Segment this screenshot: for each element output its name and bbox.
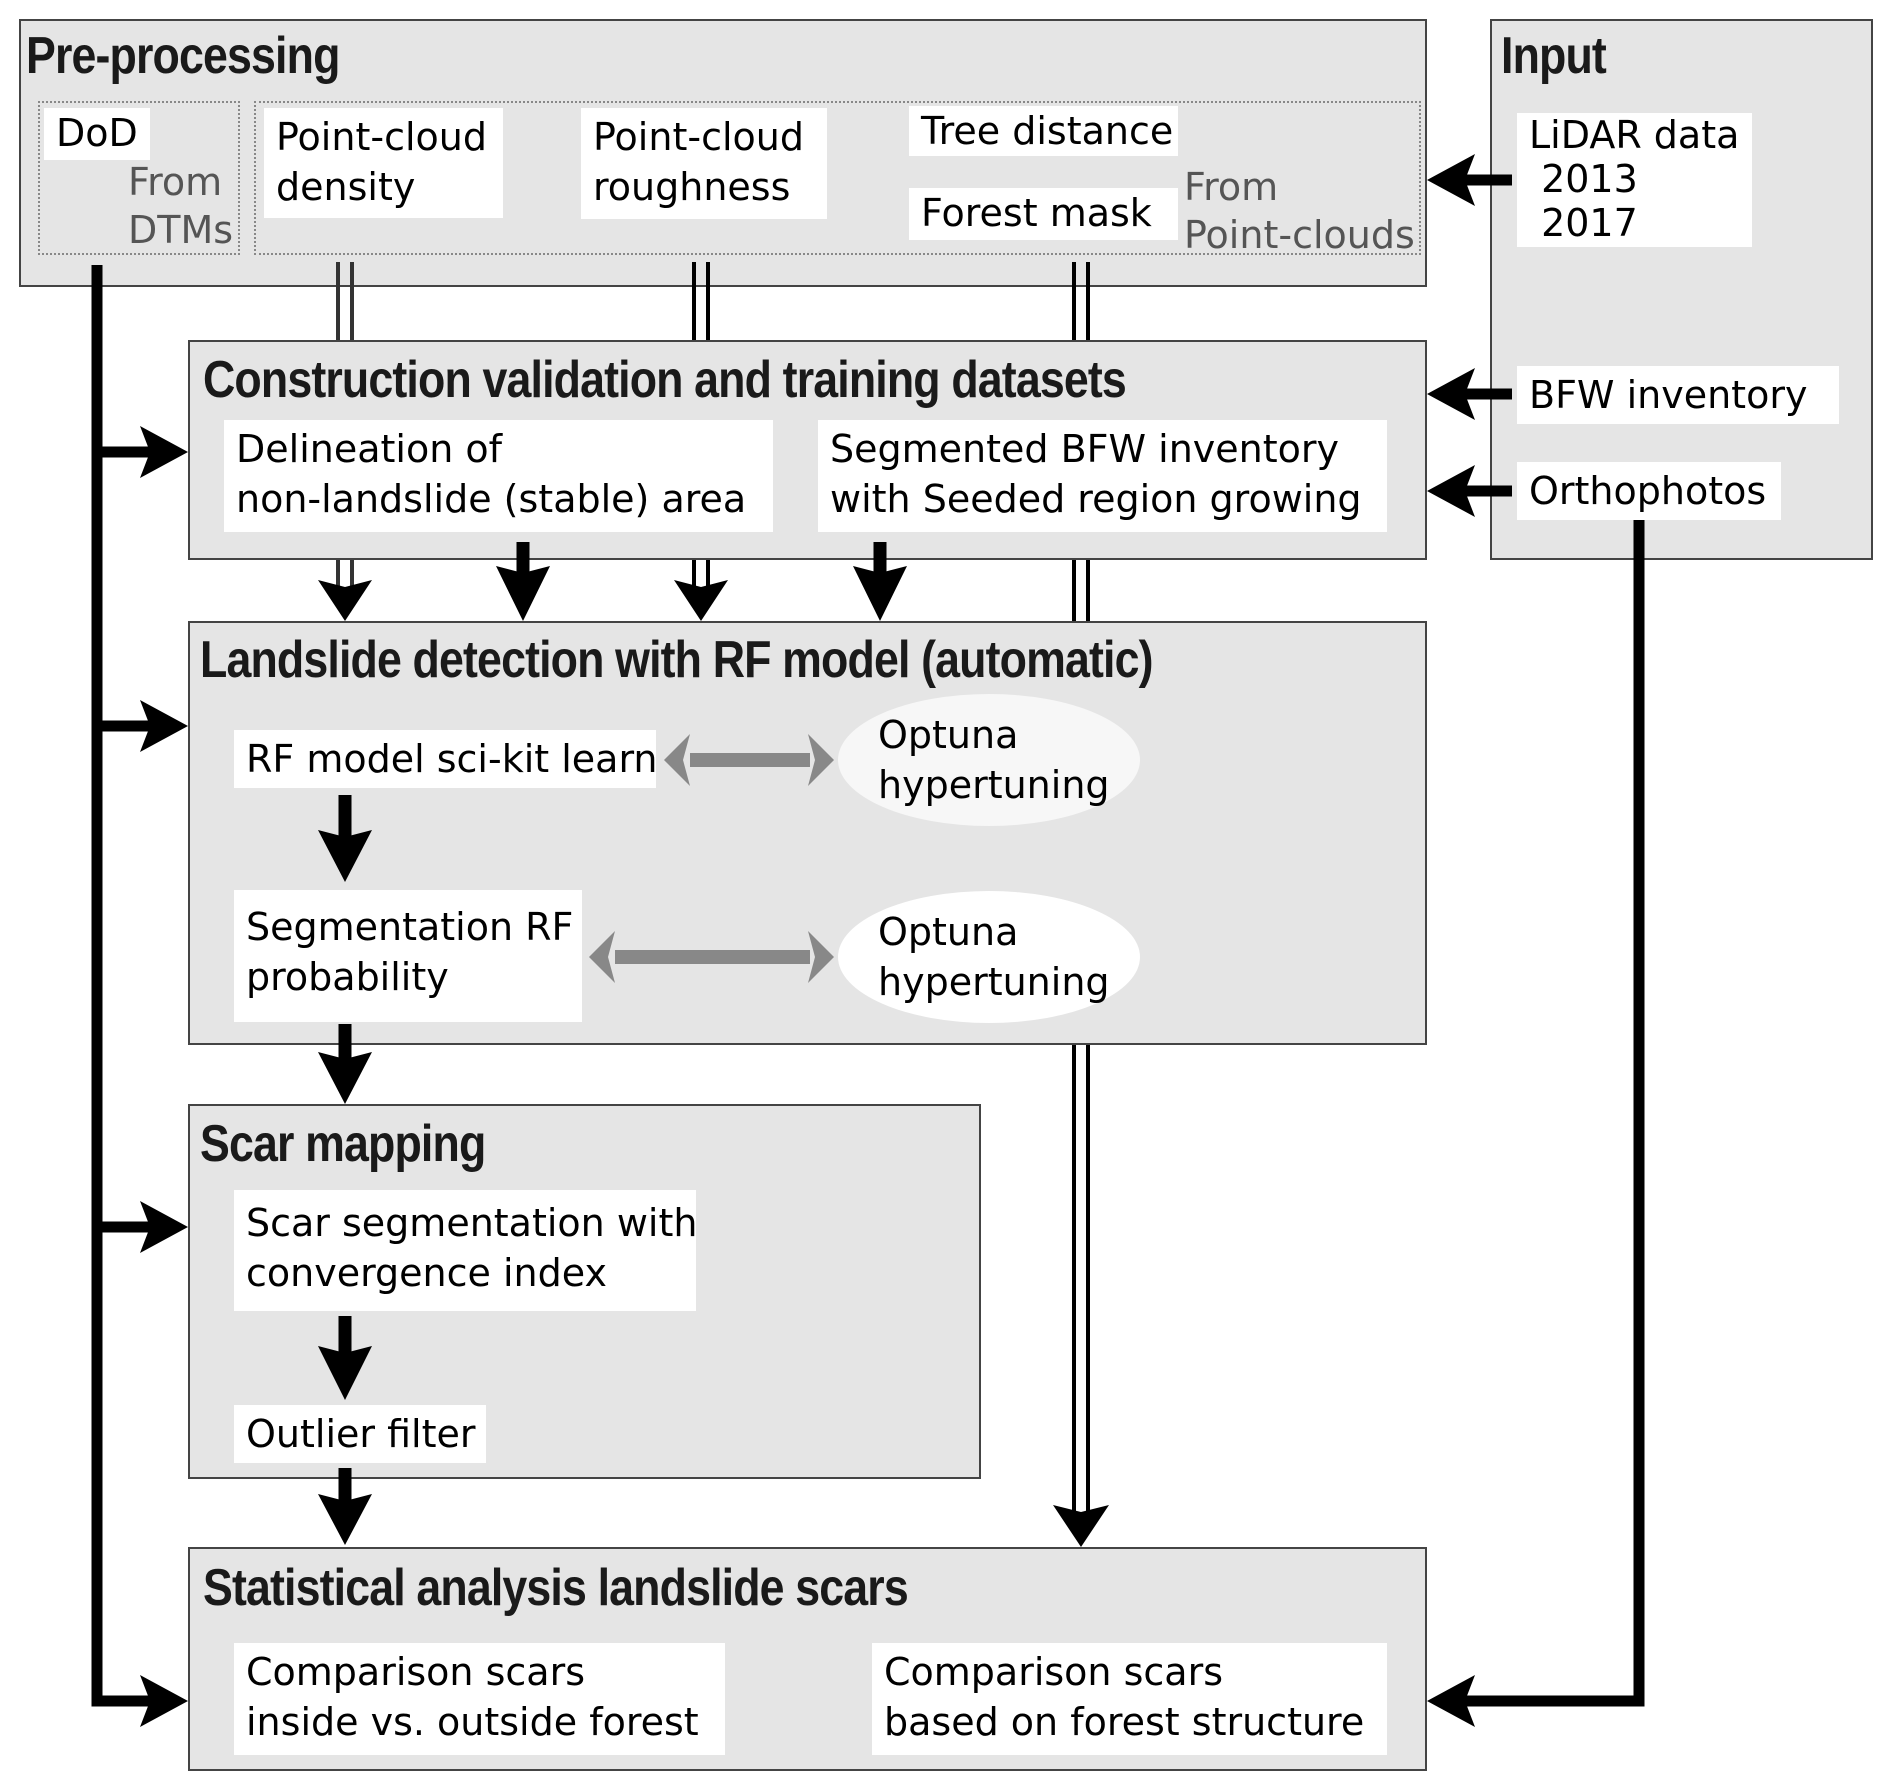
statistics-title: Statistical analysis landslide scars [203, 1559, 909, 1617]
construction-title: Construction validation and training dat… [203, 351, 1127, 409]
pointcloud-source-note: From Point-clouds [1184, 165, 1415, 257]
dod-to-detection-arrow [97, 700, 188, 752]
dod-label: DoD [44, 108, 150, 160]
scar-seg-to-outlier-arrow [318, 1316, 372, 1400]
segmentation-tuning-double-arrow [589, 931, 834, 983]
dod-trunk-line [91, 265, 150, 1707]
rf-tuning-double-arrow [664, 734, 834, 786]
roughness-double-connector [674, 262, 728, 621]
scar-mapping-title: Scar mapping [200, 1115, 486, 1173]
lidar-data-label: LiDAR data 2013 2017 [1517, 113, 1752, 247]
segmented-bfw-label: Segmented BFW inventory with Seeded regi… [818, 420, 1387, 532]
segmented-to-detection-arrow [853, 542, 907, 621]
forest-double-connector [1053, 262, 1109, 1547]
outlier-filter-label: Outlier filter [234, 1405, 486, 1463]
outlier-to-statistics-arrow [318, 1468, 372, 1545]
comparison-forest-structure-label: Comparison scars based on forest structu… [872, 1643, 1387, 1755]
preprocessing-title: Pre-processing [26, 27, 340, 85]
dod-to-scar-arrow [97, 1201, 188, 1253]
tree-distance-label: Tree distance [909, 106, 1178, 156]
orthophotos-label: Orthophotos [1517, 462, 1781, 520]
optuna-tuning-ellipse-1: Optuna hypertuning [838, 694, 1140, 826]
pointcloud-group [254, 101, 1421, 255]
pointcloud-roughness-label: Point-cloud roughness [581, 108, 827, 219]
delineation-to-detection-arrow [496, 542, 550, 621]
optuna-tuning-label-1: Optuna hypertuning [878, 713, 1110, 807]
pointcloud-density-label: Point-cloud density [264, 108, 503, 218]
detection-title: Landslide detection with RF model (autom… [200, 631, 1154, 689]
lidar-to-preprocessing-arrow [1427, 154, 1512, 206]
comparison-inside-outside-label: Comparison scars inside vs. outside fore… [234, 1643, 725, 1755]
dod-to-statistics-arrow [140, 1675, 188, 1727]
optuna-tuning-ellipse-2: Optuna hypertuning [838, 891, 1140, 1023]
rf-to-segmentation-arrow [318, 795, 372, 882]
dtm-source-note: From DTMs [128, 160, 234, 252]
segmentation-rf-label: Segmentation RF probability [234, 890, 582, 1022]
scar-segmentation-label: Scar segmentation with convergence index [234, 1190, 697, 1311]
forest-mask-label: Forest mask [909, 188, 1178, 240]
bfw-inventory-label: BFW inventory [1517, 366, 1839, 424]
input-title: Input [1501, 27, 1607, 85]
dod-to-construction-arrow [97, 426, 188, 478]
rf-model-label: RF model sci-kit learn [234, 730, 658, 788]
bfw-to-construction-arrow [1427, 368, 1512, 420]
optuna-tuning-label-2: Optuna hypertuning [878, 910, 1110, 1004]
orthophotos-to-construction-arrow [1427, 465, 1512, 517]
dtm-group [38, 101, 240, 255]
density-double-connector [318, 262, 372, 621]
delineation-label: Delineation of non-landslide (stable) ar… [224, 420, 773, 532]
segmentation-to-scar-arrow [318, 1024, 372, 1104]
orthophotos-to-statistics-arrow [1427, 520, 1645, 1727]
